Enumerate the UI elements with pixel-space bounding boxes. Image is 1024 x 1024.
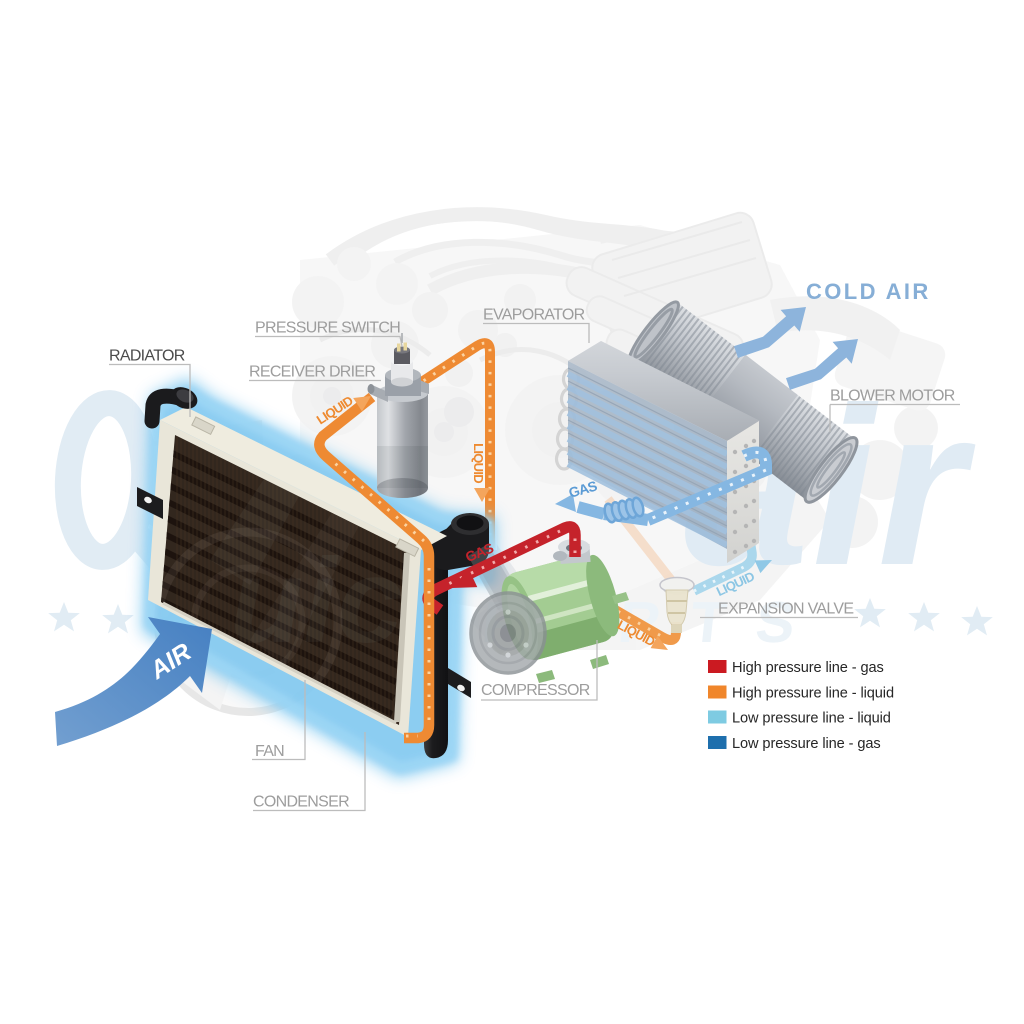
svg-text:EXPANSION VALVE: EXPANSION VALVE	[718, 601, 853, 618]
svg-text:High pressure line - gas: High pressure line - gas	[732, 660, 884, 676]
svg-text:COMPRESSOR: COMPRESSOR	[481, 682, 590, 699]
svg-text:PRESSURE SWITCH: PRESSURE SWITCH	[255, 320, 400, 337]
svg-text:BLOWER MOTOR: BLOWER MOTOR	[830, 388, 955, 405]
svg-text:FAN: FAN	[255, 743, 284, 760]
svg-text:Low pressure line - gas: Low pressure line - gas	[732, 736, 881, 752]
svg-text:LIQUID: LIQUID	[471, 443, 486, 483]
svg-text:uick: uick	[230, 534, 475, 668]
svg-text:RADIATOR: RADIATOR	[109, 348, 185, 365]
svg-text:High pressure line - liquid: High pressure line - liquid	[732, 686, 894, 702]
svg-text:EVAPORATOR: EVAPORATOR	[483, 307, 585, 324]
svg-text:CONDENSER: CONDENSER	[253, 794, 349, 811]
svg-text:Low pressure line - liquid: Low pressure line - liquid	[732, 711, 891, 727]
svg-text:GAS: GAS	[567, 478, 599, 501]
svg-text:COLD AIR: COLD AIR	[806, 279, 931, 304]
svg-text:RECEIVER DRIER: RECEIVER DRIER	[249, 364, 375, 381]
